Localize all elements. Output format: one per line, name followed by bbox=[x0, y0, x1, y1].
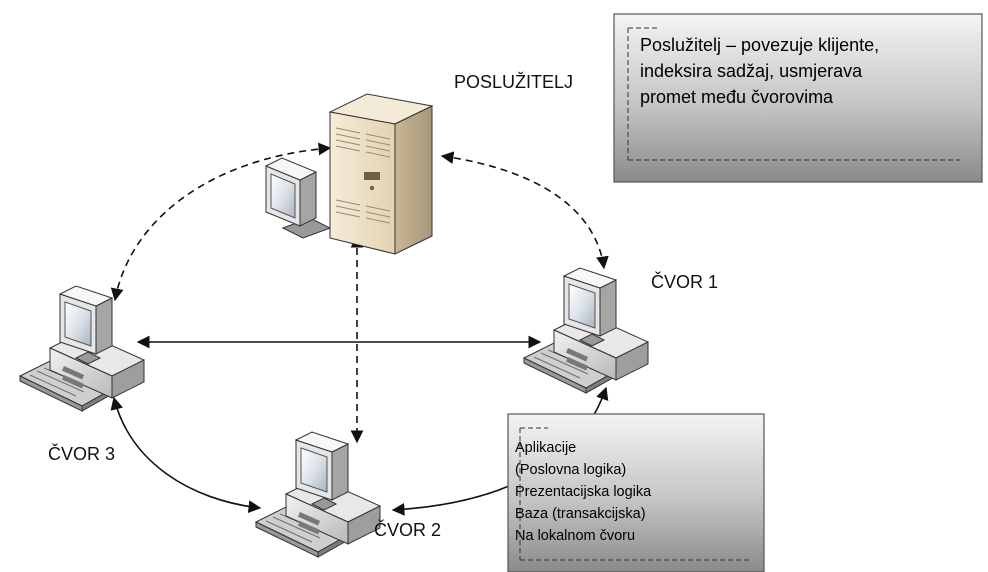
server-description-line: promet među čvorovima bbox=[640, 87, 834, 107]
node3-workstation-icon bbox=[19, 285, 145, 412]
node-description-line: Prezentacijska logika bbox=[515, 484, 652, 500]
node2-workstation-icon bbox=[255, 431, 381, 558]
link-server-node3 bbox=[110, 142, 332, 302]
server-callout-box bbox=[613, 13, 983, 183]
link-server-node1 bbox=[440, 151, 609, 270]
node-description: Aplikacije (Poslovna logika) Prezentacij… bbox=[515, 437, 651, 547]
server-label: POSLUŽITELJ bbox=[454, 72, 574, 92]
server-monitor-icon bbox=[264, 157, 332, 239]
node1-workstation-icon bbox=[523, 267, 649, 394]
node2-label: ČVOR 2 bbox=[374, 520, 442, 540]
server-description: Poslužitelj – povezuje klijente, indeksi… bbox=[640, 32, 879, 110]
server-icon bbox=[328, 93, 434, 255]
node3-label: ČVOR 3 bbox=[48, 444, 116, 464]
node-callout-box bbox=[507, 413, 765, 572]
link-node3-node2 bbox=[110, 396, 262, 514]
server-description-line: Poslužitelj – povezuje klijente, bbox=[640, 35, 880, 55]
node-description-line: (Poslovna logika) bbox=[515, 462, 627, 478]
server-description-line: indeksira sadžaj, usmjerava bbox=[640, 61, 863, 81]
node1-label: ČVOR 1 bbox=[651, 272, 719, 292]
node-description-line: Baza (transakcijska) bbox=[515, 506, 646, 522]
node-description-line: Na lokalnom čvoru bbox=[515, 528, 636, 544]
node-description-line: Aplikacije bbox=[515, 440, 577, 456]
